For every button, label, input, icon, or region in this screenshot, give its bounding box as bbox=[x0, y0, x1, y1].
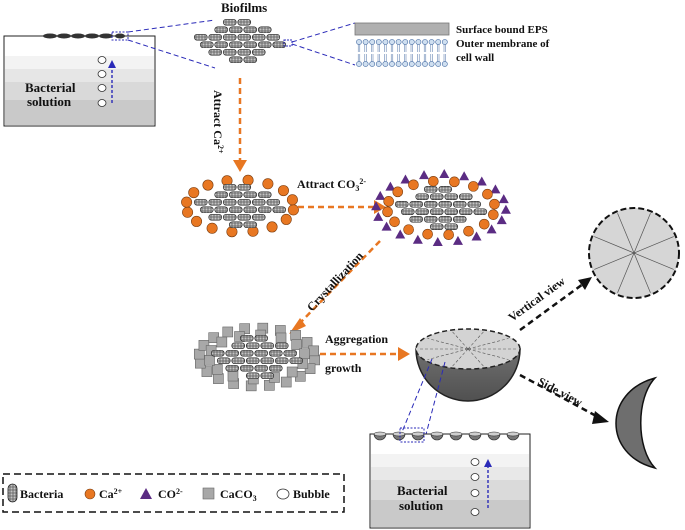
legend-calcium-label: Ca2+ bbox=[99, 487, 123, 501]
legend-calcium: Ca2+ bbox=[84, 487, 123, 501]
side-view-label: Side view bbox=[536, 374, 586, 409]
surface-eps-label: Surface bound EPS bbox=[456, 24, 548, 36]
bubbles-top bbox=[97, 56, 107, 107]
legend-calcite: CaCO3 bbox=[202, 487, 257, 503]
biofilm-with-calcite bbox=[193, 322, 321, 392]
vertical-view-circle bbox=[588, 207, 680, 299]
membrane-diagram: Surface bound EPS Outer membrane of cell… bbox=[354, 22, 550, 67]
cell-wall-label: cell wall bbox=[456, 52, 494, 64]
legend-carbonate: CO2- bbox=[140, 487, 183, 501]
attract-ca-arrow bbox=[233, 78, 247, 172]
crystallization-arrow bbox=[289, 240, 381, 334]
top-beaker: Bacterial solution bbox=[3, 31, 156, 127]
zoom-lines-bottom bbox=[401, 358, 446, 443]
legend-carbonate-label: CO2- bbox=[158, 487, 183, 501]
attract-ca-label: Attract Ca2+ bbox=[211, 90, 225, 154]
zoom-lines-top bbox=[127, 19, 356, 69]
outer-membrane-label: Outer membrane of bbox=[456, 38, 550, 50]
aggregation-label: Aggregation bbox=[325, 332, 388, 346]
bacterial-solution-label-top-1: Bacterial bbox=[25, 80, 76, 95]
legend-bubble: Bubble bbox=[276, 487, 330, 501]
biofilm-with-calcium-carbonate-ions bbox=[371, 169, 511, 246]
hemisphere-aggregate bbox=[415, 328, 521, 402]
side-view-crescent bbox=[615, 376, 658, 470]
legend-calcite-label: CaCO3 bbox=[220, 487, 257, 503]
aggregation-arrow bbox=[320, 347, 410, 361]
attract-co3-arrow bbox=[298, 200, 386, 214]
surface-bacteria-row bbox=[43, 33, 125, 39]
biofilm-cluster bbox=[193, 18, 287, 64]
vertical-view-arrow bbox=[519, 277, 592, 332]
side-view-arrow bbox=[519, 373, 609, 424]
bottom-beaker: Bacterial solution bbox=[369, 427, 531, 529]
biofilm-with-calcium bbox=[181, 174, 299, 238]
bubbles-bottom bbox=[470, 458, 480, 516]
crystallization-label: Crystallization bbox=[304, 249, 366, 314]
growth-label: growth bbox=[325, 361, 362, 375]
attract-co3-label: Attract CO32- bbox=[297, 177, 366, 193]
legend-bubble-label: Bubble bbox=[293, 487, 330, 501]
biofilms-label: Biofilms bbox=[221, 0, 267, 15]
legend-bacteria: Bacteria bbox=[7, 483, 63, 503]
bacterial-solution-label-bottom-1: Bacterial bbox=[397, 483, 448, 498]
bacterial-solution-label-top-2: solution bbox=[27, 94, 72, 109]
bacterial-solution-label-bottom-2: solution bbox=[399, 498, 444, 513]
surface-hemispheres bbox=[373, 431, 520, 441]
legend: Bacteria Ca2+ CO2- CaCO3 Bubble bbox=[2, 473, 345, 513]
legend-bacteria-label: Bacteria bbox=[20, 487, 63, 501]
lipid-bilayer bbox=[356, 39, 448, 67]
